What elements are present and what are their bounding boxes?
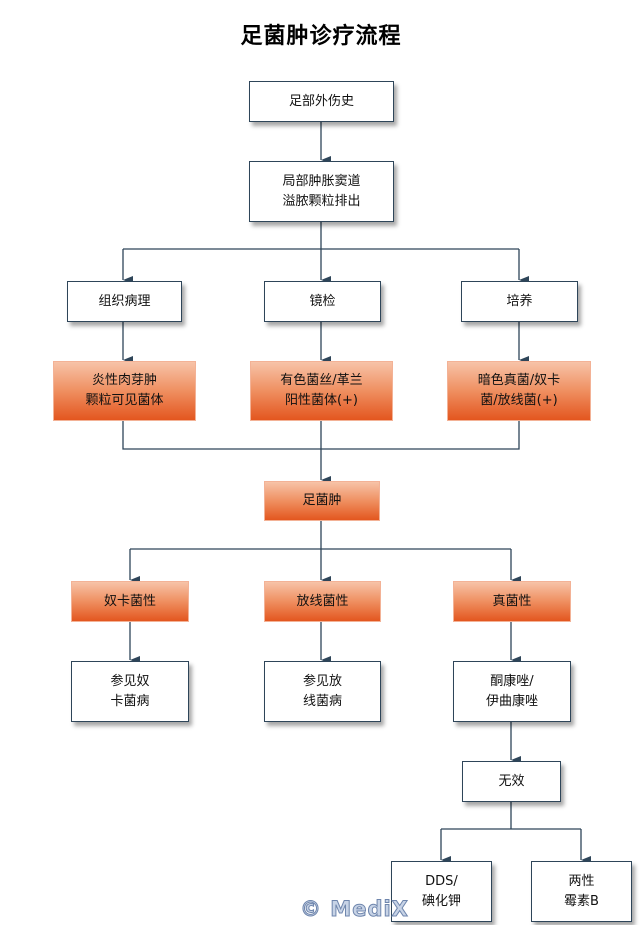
node-actinomycotic: 放线菌性 (264, 581, 381, 622)
node-azoles: 酮康唑/ 伊曲康唑 (453, 661, 571, 722)
node-amphotericin-b: 两性 霉素B (531, 861, 632, 922)
node-see-nocardiosis: 参见奴 卡菌病 (71, 661, 189, 722)
node-mycetoma: 足菌肿 (264, 481, 380, 521)
node-nocardial: 奴卡菌性 (71, 581, 189, 622)
node-culture-result: 暗色真菌/奴卡 菌/放线菌(+) (447, 361, 591, 421)
node-fungal: 真菌性 (453, 581, 571, 622)
node-local-swelling: 局部肿胀窦道 溢脓颗粒排出 (249, 161, 394, 222)
node-dds-potassium-iodide: DDS/ 碘化钾 (391, 861, 492, 922)
node-ineffective: 无效 (462, 761, 561, 802)
diagram-title: 足菌肿诊疗流程 (240, 24, 402, 49)
node-culture: 培养 (461, 281, 578, 322)
node-histo-result: 炎性肉芽肿 颗粒可见菌体 (53, 361, 196, 421)
node-histopathology: 组织病理 (67, 281, 182, 322)
node-microscopy: 镜检 (264, 281, 381, 322)
medix-watermark: © MediX (300, 897, 409, 922)
node-trauma-history: 足部外伤史 (249, 81, 394, 122)
node-micro-result: 有色菌丝/革兰 阳性菌体(+) (250, 361, 393, 421)
node-see-actinomycosis: 参见放 线菌病 (264, 661, 381, 722)
